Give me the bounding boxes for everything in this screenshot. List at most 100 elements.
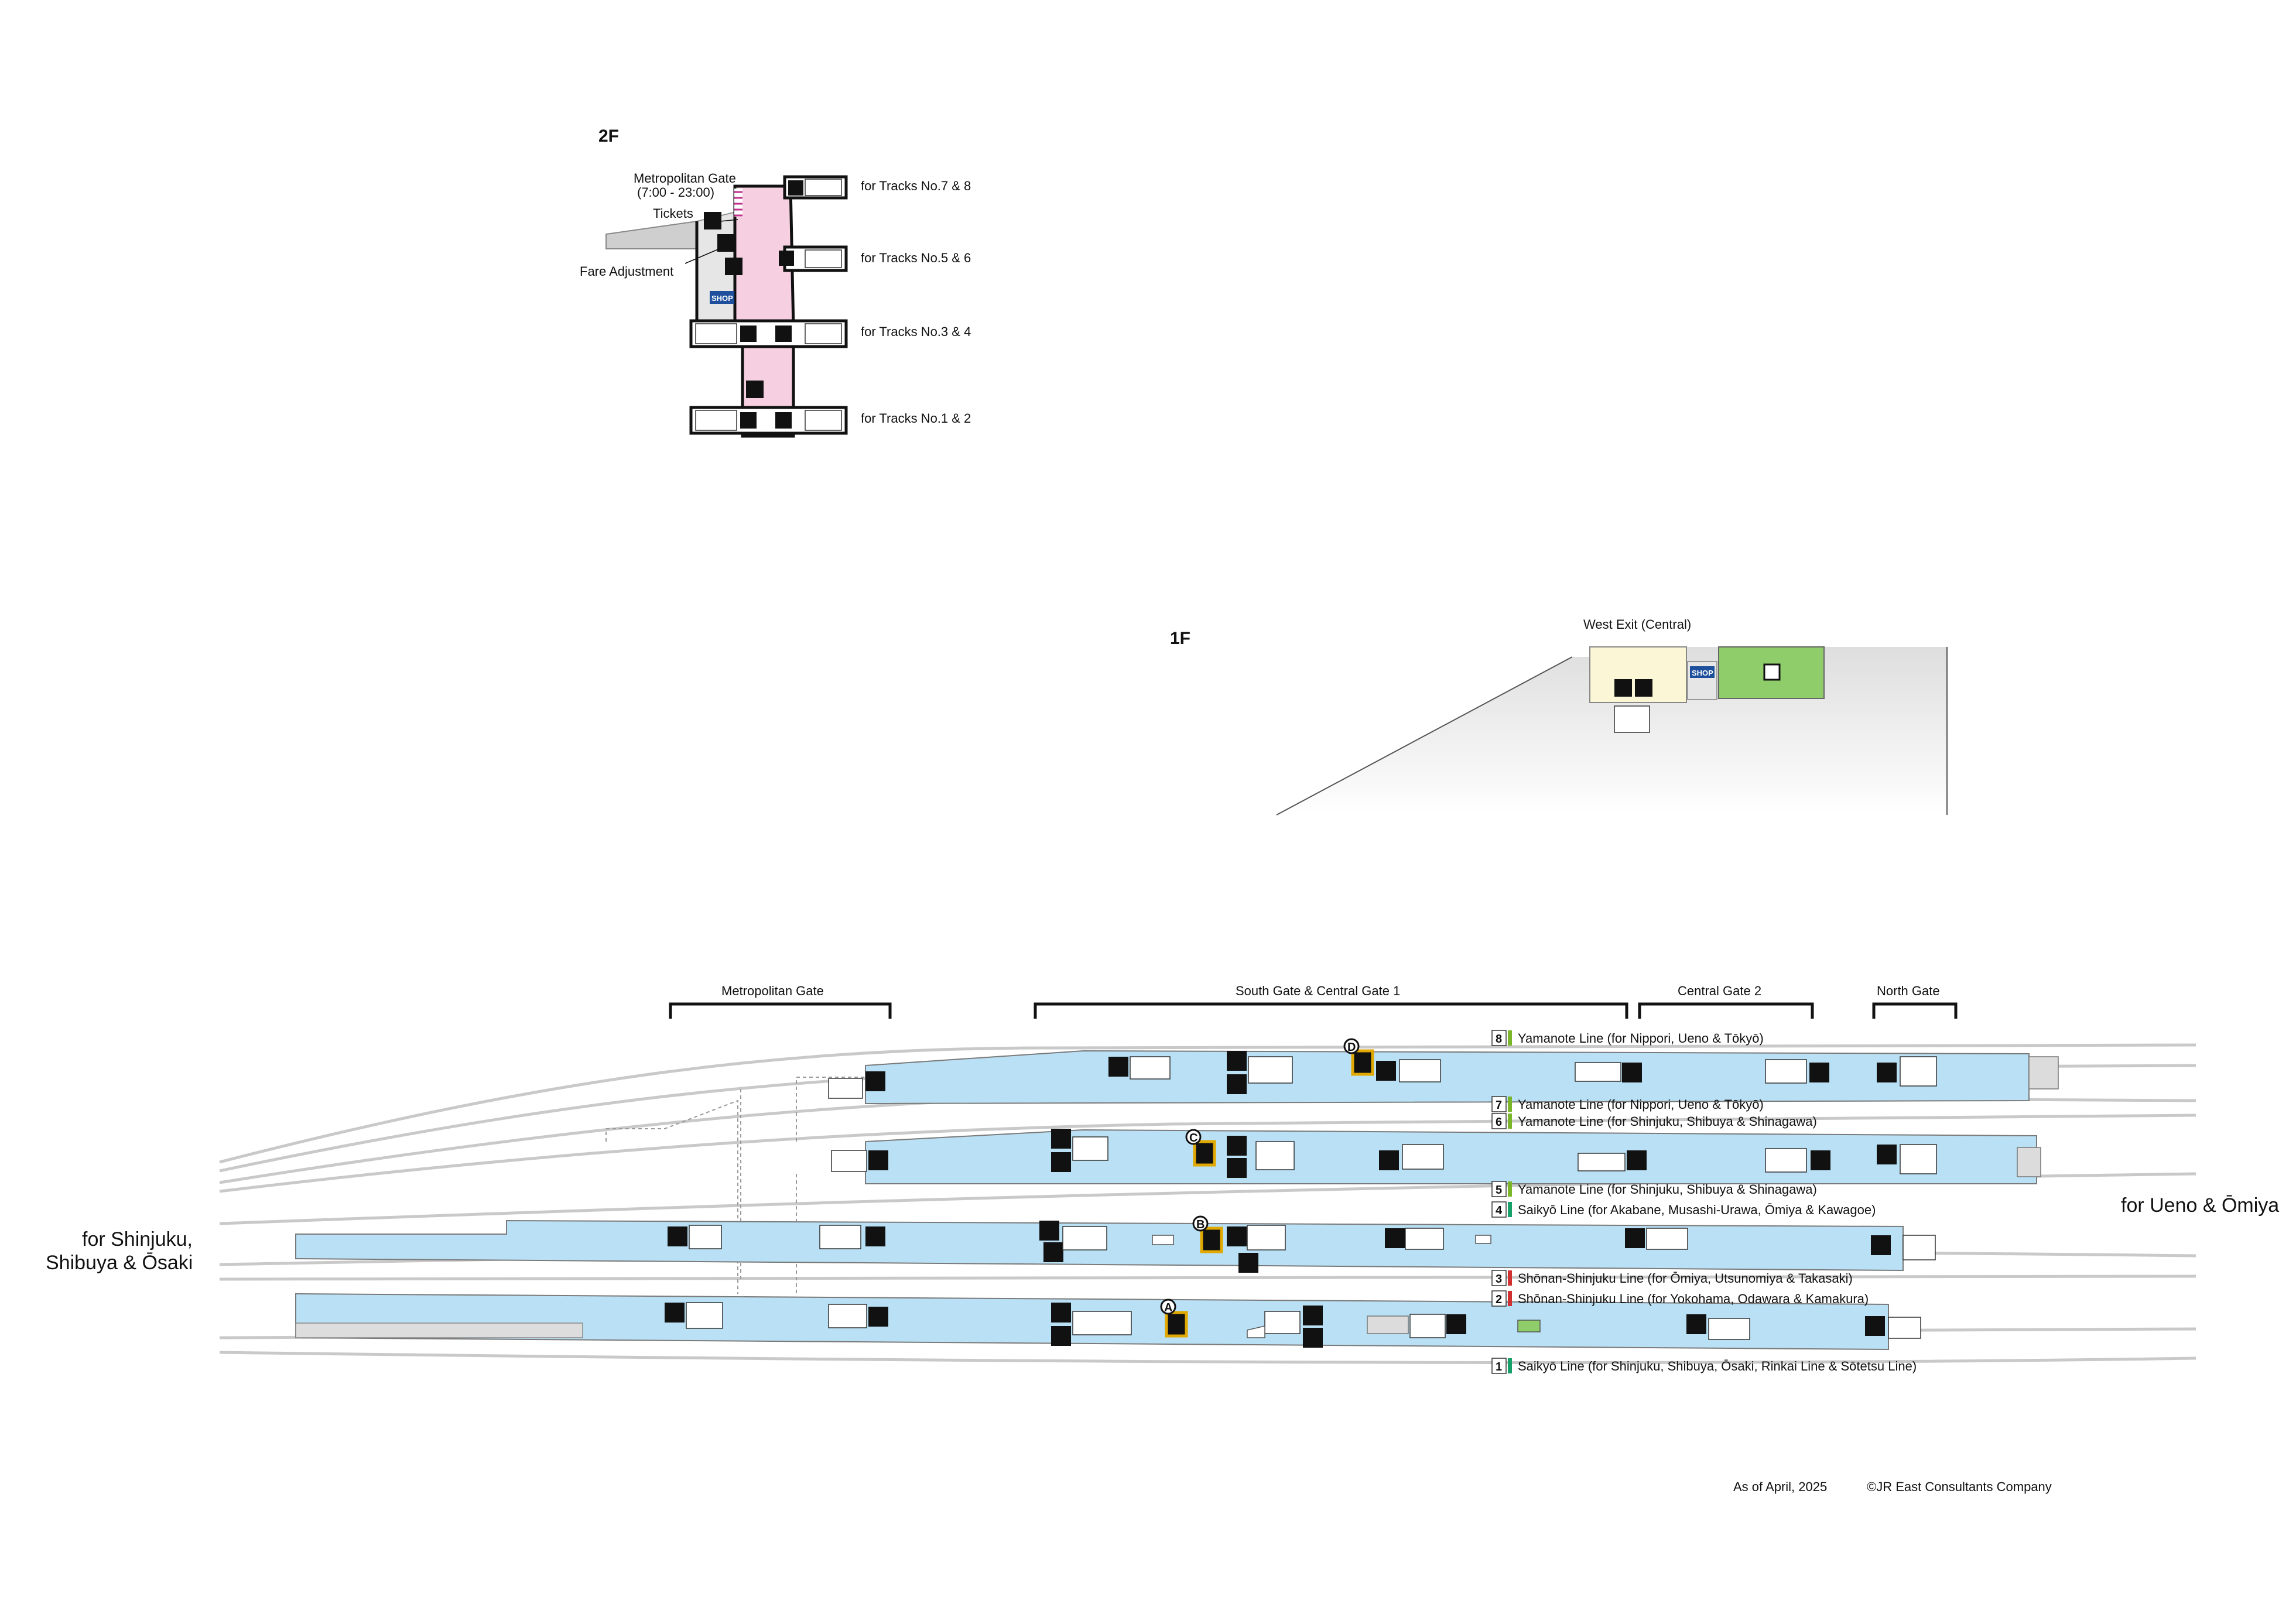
ticket-office-icon: [1517, 1320, 1541, 1332]
escalator-icon[interactable]: [1227, 1136, 1247, 1156]
floor-1f-label: 1F: [1170, 629, 1190, 648]
escalator-icon[interactable]: [1051, 1152, 1071, 1172]
escalator-icon[interactable]: [1871, 1235, 1891, 1255]
escalator-icon[interactable]: [865, 1226, 885, 1246]
escalator-icon[interactable]: [668, 1226, 687, 1246]
escalator-icon[interactable]: [1227, 1158, 1247, 1178]
stairs-1f[interactable]: [1614, 705, 1650, 733]
track-label-7: 7 Yamanote Line (for Nippori, Ueno & Tōk…: [1491, 1096, 1764, 1112]
stairs[interactable]: [1255, 1141, 1295, 1170]
west-corridor: [605, 220, 697, 249]
stairs[interactable]: [1072, 1311, 1132, 1335]
stairs-tracks-5-6[interactable]: [779, 245, 848, 272]
escalator-icon[interactable]: [1227, 1226, 1247, 1246]
escalator-icon[interactable]: [1379, 1150, 1399, 1170]
stairs[interactable]: [1900, 1056, 1937, 1087]
escalator-icon[interactable]: [1877, 1145, 1897, 1164]
escalator-icon[interactable]: [1227, 1051, 1247, 1071]
gate-label-south-central: South Gate & Central Gate 1: [1236, 984, 1400, 998]
escalator-icon[interactable]: [1865, 1316, 1885, 1336]
stairs-tracks-7-8[interactable]: [783, 175, 848, 200]
escalator-icon: [1635, 679, 1652, 697]
stairs[interactable]: [828, 1078, 863, 1099]
stairs[interactable]: [1646, 1228, 1688, 1250]
escalator-icon[interactable]: [665, 1303, 685, 1323]
escalator-icon[interactable]: [1303, 1306, 1323, 1325]
stairs-tracks-1-2[interactable]: [689, 406, 848, 435]
escalator-icon[interactable]: [1039, 1221, 1059, 1241]
shop-label-1f: SHOP: [1692, 669, 1713, 677]
gate-label-central-2: Central Gate 2: [1678, 984, 1761, 998]
stairs[interactable]: [1405, 1228, 1444, 1250]
stairs[interactable]: [1903, 1235, 1936, 1260]
track-label-3: 3 Shōnan-Shinjuku Line (for Ōmiya, Utsun…: [1491, 1270, 1853, 1286]
locker-icon[interactable]: [1165, 1311, 1188, 1338]
escalator-icon[interactable]: [1809, 1063, 1829, 1082]
escalator-icon[interactable]: [1627, 1150, 1647, 1170]
elevator-icon: [746, 381, 764, 398]
escalator-icon[interactable]: [1043, 1242, 1063, 1262]
stairs[interactable]: [1708, 1318, 1750, 1340]
escalator-icon[interactable]: [1385, 1228, 1405, 1248]
stairs[interactable]: [1072, 1136, 1108, 1161]
escalator-icon[interactable]: [868, 1150, 888, 1170]
metropolitan-gate-2f[interactable]: [734, 189, 742, 217]
marker-b: B: [1196, 1218, 1205, 1231]
stairs[interactable]: [689, 1225, 722, 1249]
metro-gate-2f-hours: (7:00 - 23:00): [637, 185, 714, 200]
stairs[interactable]: [1409, 1314, 1446, 1338]
escalator-icon[interactable]: [1051, 1129, 1071, 1149]
marker-a: A: [1164, 1301, 1172, 1314]
escalator-icon[interactable]: [1303, 1328, 1323, 1348]
stairs[interactable]: [1888, 1317, 1921, 1339]
locker-icon[interactable]: [1200, 1226, 1223, 1253]
svg-text:Yamanote Line (for Nippori, Ue: Yamanote Line (for Nippori, Ueno & Tōkyō…: [1518, 1097, 1764, 1112]
stairs[interactable]: [1130, 1056, 1171, 1080]
concourse-2f: [733, 184, 795, 438]
stairs[interactable]: [1399, 1059, 1441, 1082]
escalator-icon[interactable]: [1622, 1063, 1642, 1082]
stairs[interactable]: [1402, 1144, 1444, 1170]
escalator-icon[interactable]: [868, 1307, 888, 1327]
stairs[interactable]: [1765, 1059, 1807, 1084]
stairs[interactable]: [1578, 1153, 1626, 1171]
stairs[interactable]: [1247, 1225, 1286, 1250]
escalator-icon[interactable]: [1227, 1074, 1247, 1094]
track-labels: 8 Yamanote Line (for Nippori, Ueno & Tōk…: [1491, 1030, 1917, 1374]
stairs[interactable]: [1264, 1311, 1301, 1334]
fare-adjustment-label: Fare Adjustment: [580, 264, 673, 279]
escalator-icon[interactable]: [1625, 1228, 1645, 1248]
stairs[interactable]: [686, 1302, 723, 1329]
escalator-icon[interactable]: [1051, 1303, 1071, 1323]
escalator-icon[interactable]: [1108, 1057, 1128, 1077]
escalator-icon[interactable]: [1686, 1314, 1706, 1334]
stairs[interactable]: [1765, 1148, 1807, 1173]
escalator-icon[interactable]: [1051, 1326, 1071, 1346]
gate-brackets: Metropolitan Gate South Gate & Central G…: [669, 984, 1958, 1019]
platform-tracks-5-6: [865, 1129, 2037, 1184]
stairs[interactable]: [819, 1225, 861, 1249]
tickets-label: Tickets: [653, 206, 693, 221]
stairs-tracks-3-4[interactable]: [689, 319, 848, 348]
stairs[interactable]: [831, 1150, 867, 1172]
stairs[interactable]: [1248, 1056, 1293, 1084]
svg-text:Yamanote Line (for Shinjuku, S: Yamanote Line (for Shinjuku, Shibuya & S…: [1518, 1182, 1817, 1197]
stairs[interactable]: [828, 1304, 867, 1328]
escalator-icon[interactable]: [1877, 1063, 1897, 1082]
svg-text:5: 5: [1496, 1184, 1502, 1197]
gate-label-metropolitan: Metropolitan Gate: [721, 984, 824, 998]
stairs[interactable]: [1900, 1144, 1937, 1174]
escalator-icon[interactable]: [865, 1071, 885, 1091]
locker-icon[interactable]: [1351, 1049, 1374, 1076]
escalator-icon[interactable]: [1238, 1253, 1258, 1273]
west-exit-label: West Exit (Central): [1583, 617, 1691, 632]
locker-icon[interactable]: [1193, 1140, 1216, 1167]
escalator-icon[interactable]: [1446, 1314, 1466, 1334]
stairs[interactable]: [1575, 1062, 1621, 1082]
tracks-3-4-label: for Tracks No.3 & 4: [861, 324, 971, 339]
escalator-icon[interactable]: [1811, 1150, 1830, 1170]
svg-text:8: 8: [1496, 1033, 1502, 1046]
stairs[interactable]: [1062, 1226, 1107, 1250]
escalator-icon[interactable]: [1376, 1061, 1396, 1081]
floor-2f-label: 2F: [598, 126, 619, 146]
